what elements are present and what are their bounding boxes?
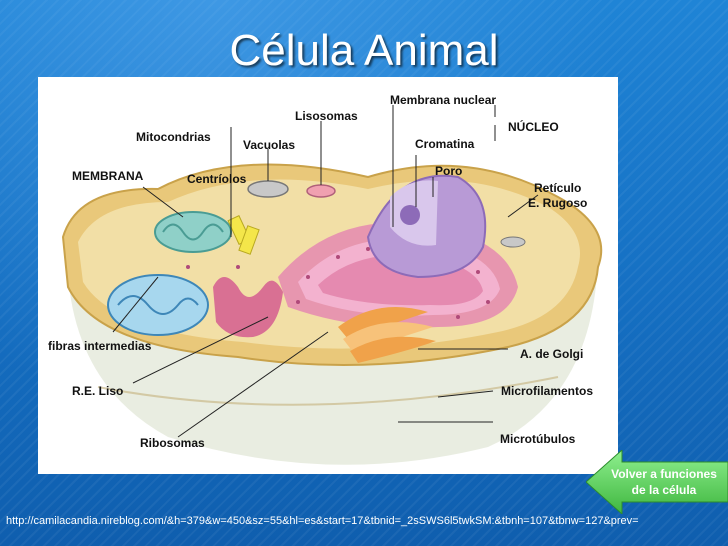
label-nucleo: NÚCLEO xyxy=(508,120,559,134)
cell-illustration xyxy=(61,105,603,465)
back-button-label-line2: de la célula xyxy=(631,483,697,497)
left-arrow-icon xyxy=(586,450,728,514)
label-cromatina: Cromatina xyxy=(415,137,475,151)
label-reticulo-line1: Retículo xyxy=(534,181,582,195)
back-to-functions-button[interactable]: Volver a funciones de la célula xyxy=(586,450,728,514)
label-re-liso: R.E. Liso xyxy=(72,384,124,398)
label-vacuolas: Vacuolas xyxy=(243,138,296,152)
label-centriolos: Centríolos xyxy=(187,172,247,186)
label-membrana-nuclear: Membrana nuclear xyxy=(390,93,497,107)
label-lisosomas: Lisosomas xyxy=(295,109,358,123)
label-ribosomas: Ribosomas xyxy=(140,436,205,450)
cell-diagram: Membrana nuclear Lisosomas Mitocondrias … xyxy=(38,77,618,474)
slide-title: Célula Animal xyxy=(229,26,499,75)
label-membrana: MEMBRANA xyxy=(72,169,144,183)
label-golgi: A. de Golgi xyxy=(520,347,584,361)
label-fibras-intermedias: fibras intermedias xyxy=(48,339,152,353)
label-reticulo-line2: E. Rugoso xyxy=(528,196,588,210)
label-poro: Poro xyxy=(435,164,463,178)
back-button-label-line1: Volver a funciones xyxy=(611,467,717,481)
source-url: http://camilacandia.nireblog.com/&h=379&… xyxy=(6,515,639,527)
label-microtubulos: Microtúbulos xyxy=(500,432,576,446)
label-mitocondrias: Mitocondrias xyxy=(136,130,211,144)
label-microfilamentos: Microfilamentos xyxy=(501,384,594,398)
